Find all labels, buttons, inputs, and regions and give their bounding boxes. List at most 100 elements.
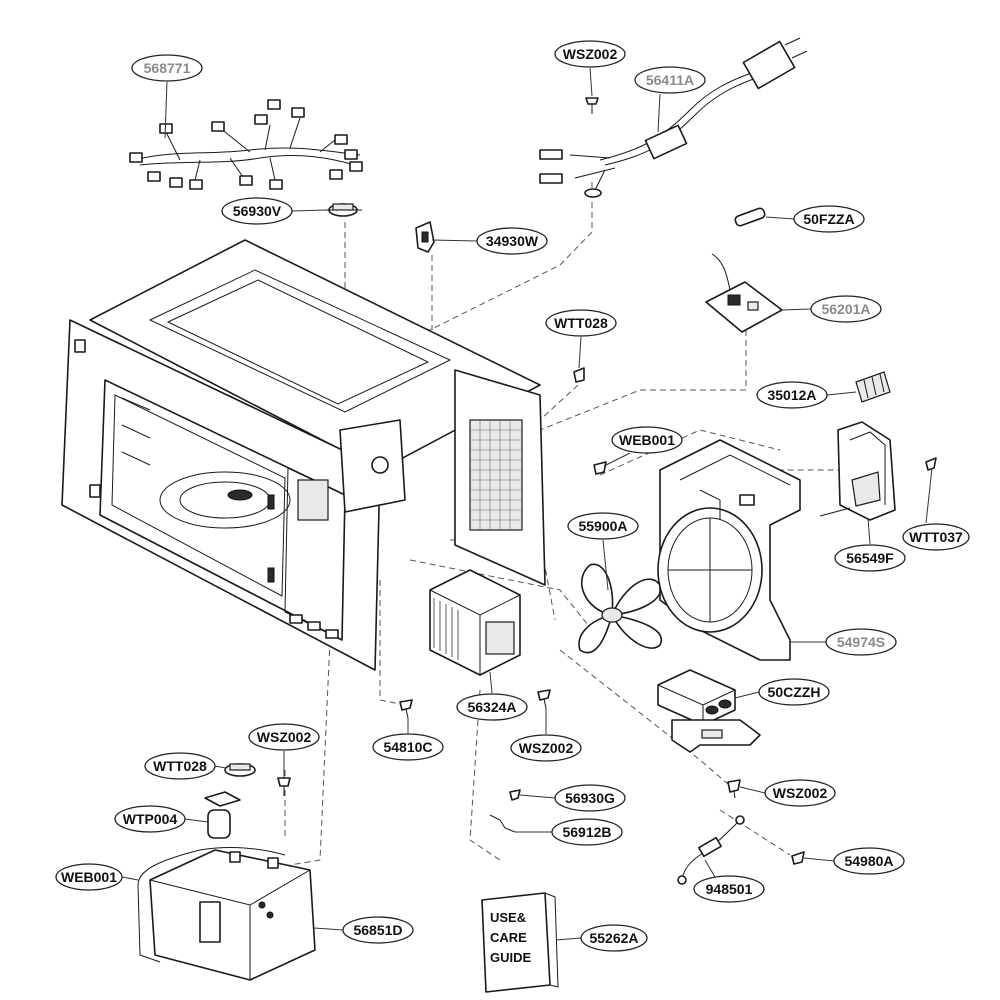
part-label-56549F: 56549F: [834, 544, 906, 572]
part-label-948501: 948501: [693, 875, 765, 903]
label-oval: [580, 924, 648, 952]
leader-line: [867, 517, 871, 545]
part-label-54810C: 54810C: [372, 733, 444, 761]
label-oval: [810, 295, 882, 323]
part-number: 56851D: [353, 922, 402, 938]
diode-bracket-56549F: [819, 421, 896, 521]
label-oval: [756, 381, 828, 409]
part-label-568771: 568771: [131, 54, 203, 82]
leader-line: [184, 818, 209, 823]
part-number: 56912B: [562, 824, 611, 840]
part-label-WTT028: WTT028: [144, 752, 216, 780]
screw-wsz002-lower: [277, 777, 291, 796]
leader-line: [555, 937, 582, 941]
leader-line: [214, 765, 227, 769]
label-oval: [758, 678, 830, 706]
part-label-56912B: 56912B: [551, 818, 623, 846]
screw-wtt028-lower: [727, 779, 741, 799]
label-oval: [834, 544, 906, 572]
thermostat-56930G: [224, 763, 256, 777]
part-number: 55900A: [578, 518, 627, 534]
leader-line: [826, 391, 857, 396]
leader-line: [431, 239, 478, 242]
part-number: 56324A: [467, 699, 516, 715]
connector-35012A: [855, 371, 891, 403]
leader-line: [781, 308, 812, 311]
fuse-50FZZA: [734, 207, 766, 227]
part-number: 56930V: [233, 203, 282, 219]
part-label-54980A: 54980A: [833, 847, 905, 875]
leader-line: [657, 93, 661, 133]
leader-line: [765, 216, 795, 220]
leader-line: [734, 691, 760, 699]
part-number: WTT028: [554, 315, 608, 331]
label-oval: [554, 784, 626, 812]
capacitor-50CZZH: [657, 669, 736, 726]
part-number: 56411A: [646, 72, 694, 88]
label-oval: [510, 734, 582, 762]
label-oval: [551, 818, 623, 846]
capacitor-bracket-54810C: [671, 719, 761, 753]
part-label-56930G: 56930G: [554, 784, 626, 812]
part-label-56324A: 56324A: [456, 693, 528, 721]
leader-line: [291, 209, 327, 212]
part-number: WSZ002: [257, 729, 312, 745]
leader-line: [313, 927, 344, 931]
leader-line: [803, 857, 835, 862]
part-number: WTT037: [909, 529, 963, 545]
label-oval: [833, 847, 905, 875]
part-number: 56201A: [821, 301, 870, 317]
part-label-WTT037: WTT037: [902, 523, 970, 551]
part-number: 54974S: [837, 634, 885, 650]
label-oval: [764, 779, 836, 807]
leader-line: [603, 452, 631, 467]
label-oval: [611, 426, 683, 454]
part-number: 568771: [144, 60, 191, 76]
screw-wsz002-right: [537, 689, 551, 709]
label-oval: [248, 723, 320, 751]
power-cord-56411A: [539, 37, 808, 198]
part-number: WSZ002: [563, 46, 618, 62]
screw-wsz002-top: [585, 97, 599, 114]
part-label-WSZ002: WSZ002: [510, 734, 582, 762]
use-and-care-guide: USE& CARE GUIDE: [481, 892, 559, 993]
leader-line: [519, 794, 556, 799]
part-number: 34930W: [486, 233, 539, 249]
thermostat-56930V: [325, 203, 362, 217]
stand-948501: [137, 847, 286, 963]
part-number: 55262A: [589, 930, 638, 946]
magnetron-56324A: [429, 569, 521, 676]
part-labels: 568771WSZ00256411A56930V34930W50FZZA5620…: [55, 40, 970, 952]
part-label-WEB001: WEB001: [611, 426, 683, 454]
part-number: WEB001: [619, 432, 675, 448]
wire-harness-568771: [129, 99, 363, 190]
label-oval: [793, 205, 865, 233]
part-number: WSZ002: [773, 785, 828, 801]
part-label-35012A: 35012A: [756, 381, 828, 409]
part-label-55900A: 55900A: [567, 512, 639, 540]
label-oval: [476, 227, 548, 255]
spring-54980A: [489, 814, 516, 833]
part-label-56411A: 56411A: [634, 66, 706, 94]
part-label-50CZZH: 50CZZH: [758, 678, 830, 706]
fan-shroud-54974S: [657, 439, 801, 661]
part-number: 50FZZA: [803, 211, 854, 227]
part-label-55262A: 55262A: [580, 924, 648, 952]
leader-line: [121, 876, 139, 881]
label-oval: [144, 752, 216, 780]
part-number: 35012A: [767, 387, 816, 403]
part-label-50FZZA: 50FZZA: [793, 205, 865, 233]
label-oval: [693, 875, 765, 903]
leader-line: [164, 81, 168, 139]
label-oval: [221, 197, 293, 225]
part-label-54974S: 54974S: [825, 628, 897, 656]
part-number: 54980A: [844, 853, 893, 869]
guide-line-1: USE&: [490, 910, 526, 925]
label-oval: [545, 309, 617, 337]
part-label-56930V: 56930V: [221, 197, 293, 225]
part-label-56201A: 56201A: [810, 295, 882, 323]
label-oval: [55, 863, 123, 891]
oven-cavity-frame: [61, 239, 546, 671]
label-oval: [554, 40, 626, 68]
